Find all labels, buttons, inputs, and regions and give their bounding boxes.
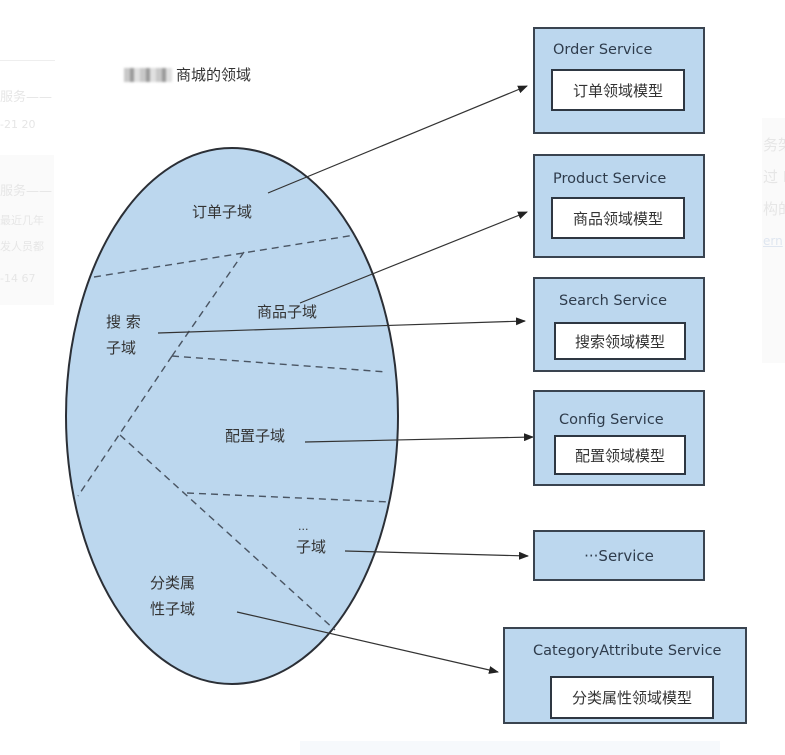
background-panel (300, 741, 720, 755)
background-text: 过 D (763, 168, 785, 186)
subdomain-category-label: 分类属 性子域 (150, 570, 195, 622)
service-box-category: CategoryAttribute Service 分类属性领域模型 (503, 627, 747, 724)
subdomain-more-label: ... 子域 (296, 520, 326, 560)
background-text: 最近几年 (0, 214, 44, 227)
service-box-order: Order Service 订单领域模型 (533, 27, 705, 134)
service-title: Config Service (559, 412, 664, 428)
boundary-search-lower (77, 355, 173, 497)
background-panel (0, 155, 54, 305)
background-divider (0, 60, 55, 61)
subdomain-order-label: 订单子域 (192, 203, 253, 221)
service-box-product: Product Service 商品领域模型 (533, 154, 705, 258)
service-box-config: Config Service 配置领域模型 (533, 390, 705, 486)
arrow-order (267, 85, 528, 194)
label-line: 子域 (106, 339, 137, 357)
service-title: Product Service (553, 171, 667, 187)
boundary-category-top (119, 434, 336, 631)
subdomain-search-label: 搜 索 子域 (106, 309, 141, 361)
label-line: 搜 索 (106, 313, 141, 331)
mall-domain-ellipse (65, 147, 399, 685)
background-text: 服务—— (0, 90, 52, 105)
background-text: 构的 (763, 200, 785, 218)
subdomain-config-label: 配置子域 (225, 427, 286, 445)
background-link[interactable]: ern (763, 234, 783, 248)
arrow-category (236, 611, 499, 674)
arrow-search (157, 317, 526, 334)
label-line: ... (298, 520, 309, 533)
background-text: 服务—— (0, 184, 52, 199)
background-text: 务架 (763, 136, 785, 154)
arrow-more (344, 550, 529, 560)
domain-model-box: 商品领域模型 (551, 197, 685, 239)
service-box-search: Search Service 搜索领域模型 (533, 277, 705, 372)
domain-model-box: 分类属性领域模型 (550, 676, 714, 719)
label-line: 性子域 (150, 600, 196, 618)
boundary-config-bottom (186, 492, 391, 503)
diagram-title-text: 商城的领域 (176, 66, 252, 84)
label-line: 子域 (296, 538, 327, 556)
background-panel (762, 118, 785, 363)
subdomain-product-label: 商品子域 (257, 303, 318, 321)
background-text: 发人员都 (0, 240, 44, 253)
service-title: ···Service (584, 546, 654, 565)
background-text: -14 67 (0, 272, 36, 285)
label-line: 分类属 (150, 574, 196, 592)
boundary-order-bottom (93, 234, 356, 278)
service-title: Search Service (559, 293, 668, 309)
domain-model-box: 配置领域模型 (554, 435, 686, 475)
redacted-text (124, 67, 172, 82)
background-text: -21 20 (0, 118, 36, 131)
service-title: CategoryAttribute Service (533, 643, 722, 659)
boundary-search-right (171, 251, 245, 357)
arrow-product (299, 211, 528, 304)
service-title: Order Service (553, 42, 653, 58)
arrow-config (304, 433, 534, 443)
domain-model-box: 订单领域模型 (551, 69, 685, 111)
domain-model-box: 搜索领域模型 (554, 322, 686, 360)
diagram-title: 商城的领域 (124, 64, 251, 85)
service-box-more: ···Service (533, 530, 705, 581)
